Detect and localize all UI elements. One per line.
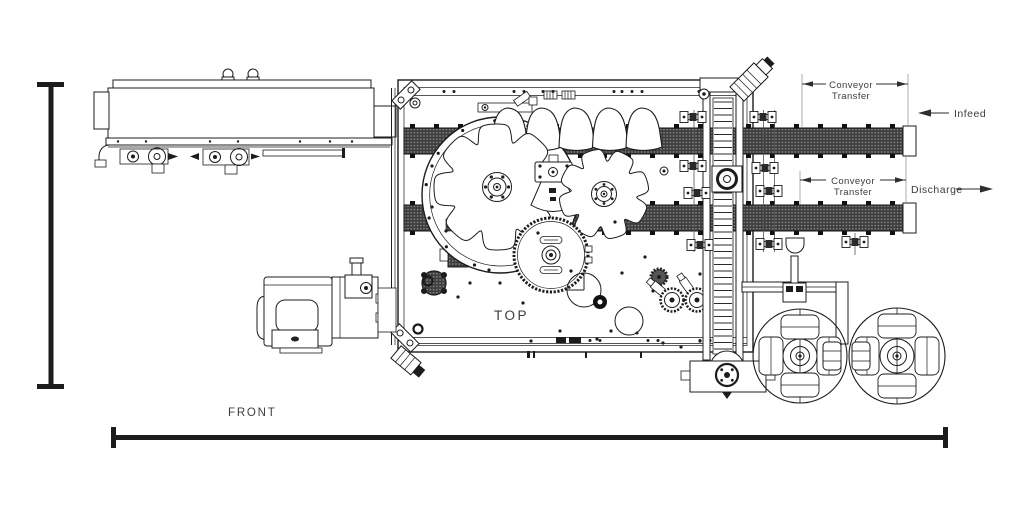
front-view-label: FRONT bbox=[228, 407, 277, 419]
turret-gear-wheel bbox=[512, 216, 593, 294]
transfer-top-label-1: Conveyor bbox=[829, 80, 873, 91]
top-view-label: TOP bbox=[494, 308, 529, 323]
transfer-bottom-label-1: Conveyor bbox=[831, 176, 875, 187]
star-wheel-right bbox=[559, 149, 649, 239]
transfer-dimension-top: Conveyor Transfer bbox=[801, 74, 909, 127]
corner-drive-fitting bbox=[390, 345, 426, 378]
housing-bolt-dots bbox=[424, 119, 558, 267]
magazine-valve-assembly-1 bbox=[119, 147, 178, 174]
discharge-label: Discharge bbox=[911, 184, 963, 196]
height-dimension-line bbox=[37, 82, 64, 389]
elevator-foot-assembly bbox=[680, 350, 776, 399]
scattered-bolt-dots bbox=[430, 164, 702, 349]
magazine-bolt-dots bbox=[116, 140, 354, 143]
elevator-chain-rungs bbox=[714, 101, 732, 350]
magazine-valve-assembly-2 bbox=[190, 148, 260, 175]
discharge-flow-annotation: Discharge bbox=[911, 184, 993, 196]
elevator-drive-motor bbox=[729, 56, 775, 102]
reel-center-clamps bbox=[822, 341, 871, 371]
top-rail-comb-blocks bbox=[543, 90, 576, 100]
transfer-dimension-bottom: Conveyor Transfer bbox=[799, 156, 907, 204]
width-dimension-line: FRONT bbox=[111, 407, 948, 448]
guide-dome-bracket bbox=[785, 237, 805, 254]
elevator-column bbox=[698, 56, 775, 361]
reel-support-frame bbox=[741, 255, 849, 345]
transfer-top-label-2: Transfer bbox=[832, 91, 870, 102]
frame-corner-bracket-top-left bbox=[391, 80, 421, 110]
transfer-bottom-label-2: Transfer bbox=[834, 187, 872, 198]
infeed-flow-annotation: Infeed bbox=[918, 108, 986, 120]
infeed-magazine bbox=[93, 68, 397, 175]
adjustment-knob-gear-1 bbox=[645, 277, 685, 313]
infeed-label: Infeed bbox=[954, 108, 986, 120]
drive-motor-assembly bbox=[256, 257, 397, 354]
